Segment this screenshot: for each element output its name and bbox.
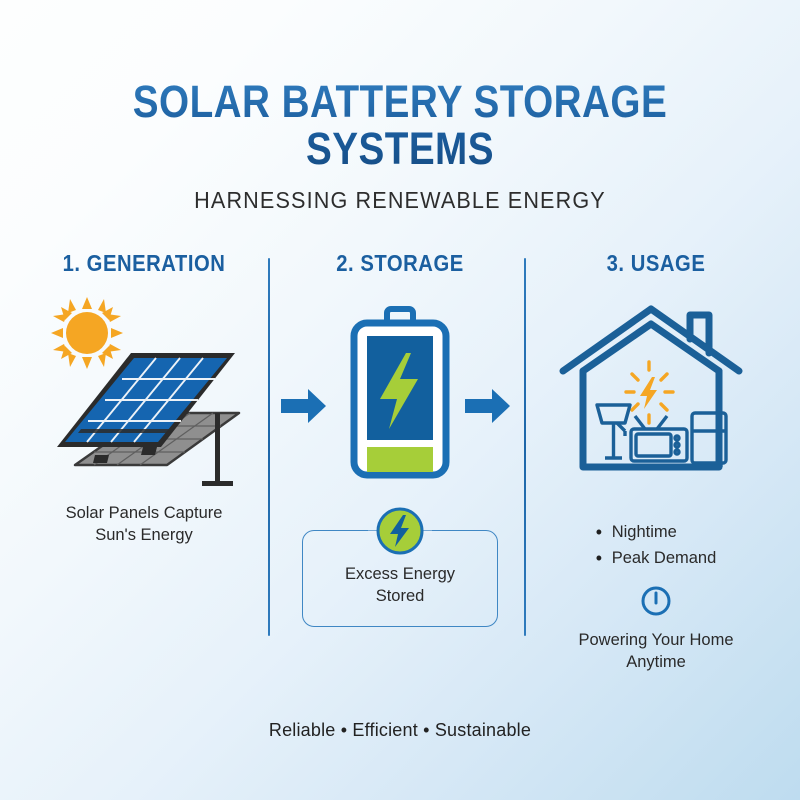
step-storage-title: 2. STORAGE xyxy=(336,250,464,276)
step-usage-title: 3. USAGE xyxy=(606,250,706,276)
battery-charging-icon xyxy=(274,287,526,502)
step-generation: 1. GENERATION xyxy=(18,250,270,547)
box-line-2: Stored xyxy=(375,587,425,606)
power-clock-icon xyxy=(530,585,782,622)
list-item: Nightime xyxy=(596,519,717,546)
list-item: Peak Demand xyxy=(596,545,717,572)
house-with-appliances-icon xyxy=(530,287,782,502)
column-divider-1 xyxy=(268,258,270,636)
arrow-generation-to-storage-icon xyxy=(281,388,327,429)
excess-energy-box-text: Excess Energy Stored xyxy=(313,563,487,608)
step-generation-caption: Solar Panels Capture Sun's Energy xyxy=(18,502,270,547)
excess-energy-box: Excess Energy Stored xyxy=(302,507,498,627)
step-usage-caption: Powering Your Home Anytime xyxy=(530,629,782,674)
usage-bullet-list: Nightime Peak Demand xyxy=(596,519,717,572)
caption-line-1: Solar Panels Capture xyxy=(65,504,223,522)
refrigerator-icon xyxy=(690,410,728,467)
caption-line-1: Powering Your Home xyxy=(578,631,734,650)
box-line-1: Excess Energy xyxy=(344,565,456,583)
step-storage: 2. STORAGE xyxy=(274,250,526,627)
lightning-bolt-badge-icon xyxy=(374,505,426,562)
caption-line-2: Anytime xyxy=(626,653,686,672)
column-divider-2 xyxy=(524,258,526,636)
tv-icon xyxy=(629,414,689,463)
page-title: SOLAR BATTERY STORAGE SYSTEMS xyxy=(56,78,744,173)
step-generation-title: 1. GENERATION xyxy=(62,250,226,276)
lamp-icon xyxy=(595,402,632,460)
page-subtitle: HARNESSING RENEWABLE ENERGY xyxy=(194,186,606,213)
header: SOLAR BATTERY STORAGE SYSTEMS HARNESSING… xyxy=(0,78,800,214)
caption-line-2: Sun's Energy xyxy=(95,526,193,545)
step-usage: 3. USAGE xyxy=(530,250,782,674)
steps-container: 1. GENERATION xyxy=(0,250,800,671)
sun-icon xyxy=(51,296,123,369)
arrow-storage-to-usage-icon xyxy=(465,388,511,429)
solar-panel-face xyxy=(57,352,235,447)
solar-panel-with-sun-icon xyxy=(18,287,270,502)
footer-tagline: Reliable • Efficient • Sustainable xyxy=(268,720,532,740)
energy-spark-icon xyxy=(624,359,675,425)
